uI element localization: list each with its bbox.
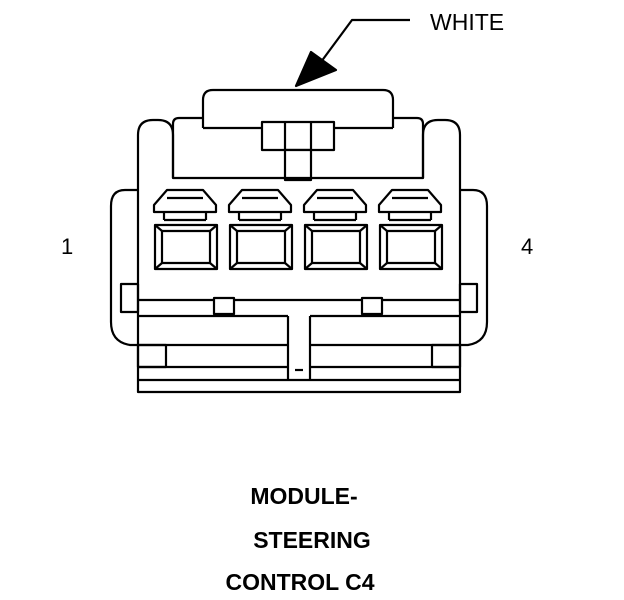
bottom-shelf bbox=[138, 296, 460, 380]
left-ear bbox=[109, 188, 138, 347]
left-side-latch bbox=[119, 282, 140, 314]
wire-color-label: WHITE bbox=[430, 9, 505, 35]
terminal-cavities bbox=[152, 188, 444, 271]
terminal-cavity-1 bbox=[152, 188, 219, 271]
connector-title-line-2: STEERING bbox=[253, 527, 371, 553]
terminal-cavity-3 bbox=[302, 188, 369, 271]
right-ear bbox=[460, 188, 489, 347]
connector-title-line-1: MODULE- bbox=[250, 483, 358, 509]
leader-arrow bbox=[294, 18, 410, 88]
terminal-cavity-4 bbox=[377, 188, 444, 271]
base-rails bbox=[136, 343, 462, 394]
pin-number-right: 4 bbox=[521, 234, 534, 259]
latch-tab bbox=[260, 120, 336, 182]
right-side-latch bbox=[458, 282, 479, 314]
connector-title-line-3: CONTROL C4 bbox=[225, 569, 375, 595]
terminal-cavity-2 bbox=[227, 188, 294, 271]
connector-body bbox=[136, 118, 462, 345]
pin-number-left: 1 bbox=[61, 234, 74, 259]
lock-hood bbox=[171, 88, 425, 178]
